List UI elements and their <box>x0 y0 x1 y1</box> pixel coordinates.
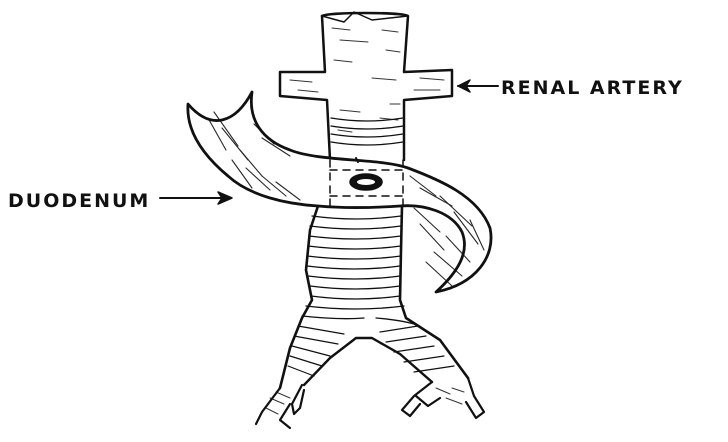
aorta-lower-left-outline <box>280 206 318 388</box>
aorta-upper-outline <box>322 13 452 160</box>
aorta-lower-right-outline <box>400 206 468 378</box>
renal-artery-label: RENAL ARTERY <box>501 77 684 99</box>
renal-artery-arrow <box>458 80 498 92</box>
duodenum-arrow <box>160 192 232 204</box>
aorta-upper-left-outline <box>280 16 330 160</box>
aorta-upper-hatching <box>290 28 444 132</box>
right-iliac-branch <box>402 378 484 418</box>
duodenum-label: DUODENUM <box>8 190 150 212</box>
left-iliac-branch <box>256 385 304 428</box>
aorta-rings-lower <box>302 216 414 324</box>
aorta-bifurcation-crotch <box>304 338 432 385</box>
aorta-rings-upper <box>331 118 403 145</box>
